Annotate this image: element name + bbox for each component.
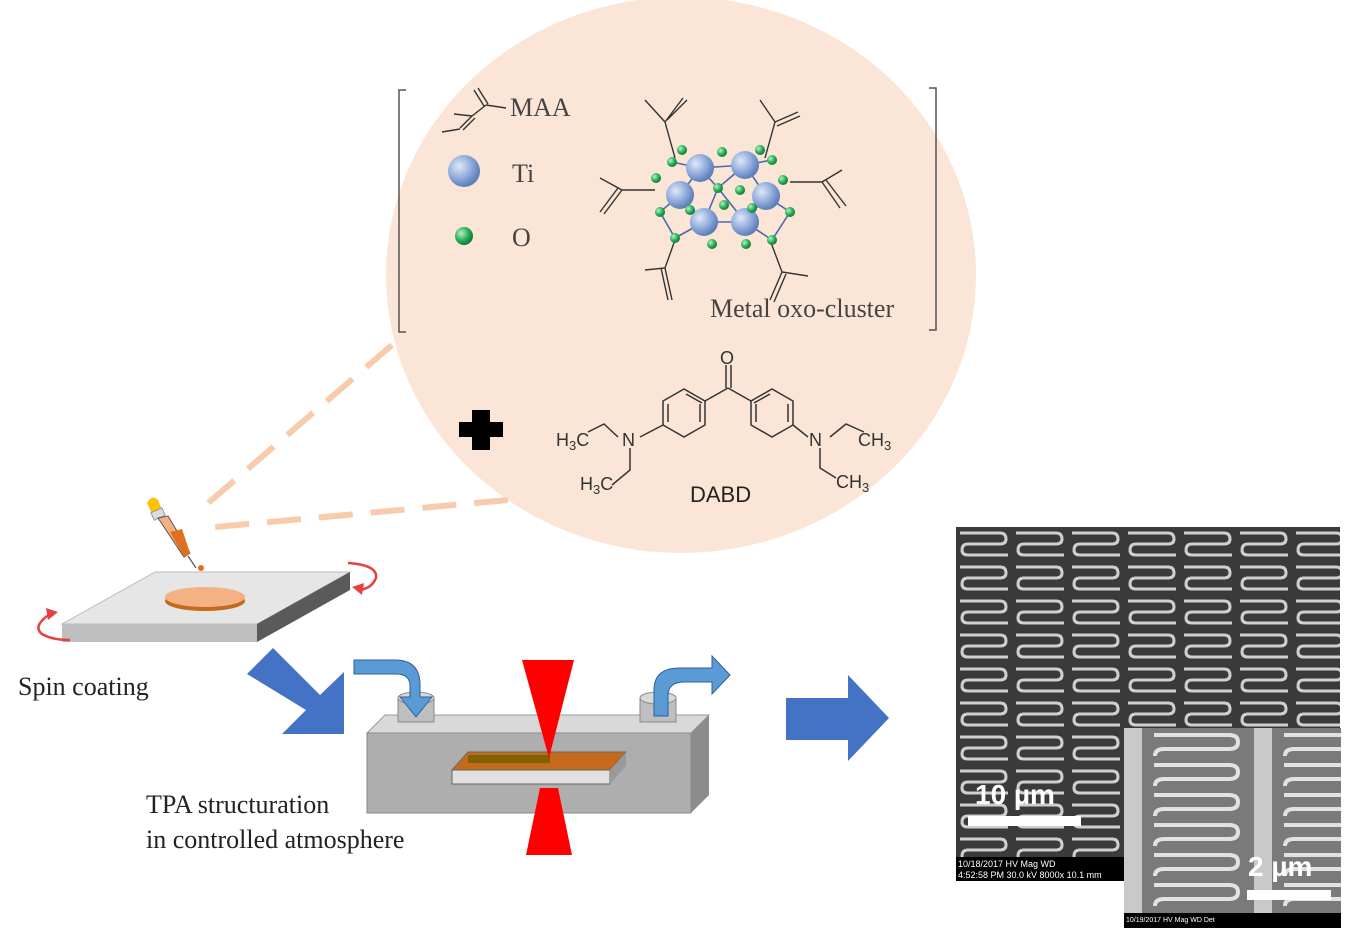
callout-dash-lower xyxy=(204,497,509,531)
laser-beam-bottom xyxy=(526,788,572,855)
sem-info-small: 10/19/2017 HV Mag WD Det xyxy=(1126,917,1215,924)
cluster-o-atoms xyxy=(651,145,795,249)
spin-coating-label: Spin coating xyxy=(18,672,149,701)
process-arrow-right-icon xyxy=(786,675,889,761)
dabd-label: DABD xyxy=(690,482,751,507)
gas-inlet-arrow-icon xyxy=(353,659,434,718)
cluster-ti-atoms xyxy=(666,151,780,236)
dabd-ch3-bottom: CH3 xyxy=(836,472,869,495)
dabd-h3c-bottom: H3C xyxy=(580,474,613,497)
pipette-icon xyxy=(147,497,204,571)
dabd-carbonyl-o: O xyxy=(720,348,734,368)
tpa-label-line1: TPA structuration xyxy=(146,790,329,819)
process-arrow-down-right-icon xyxy=(247,648,344,734)
dabd-n-right: N xyxy=(809,430,822,450)
sem-info-large-1: 10/18/2017 HV Mag WD xyxy=(958,859,1056,869)
gas-outlet-arrow-icon xyxy=(653,654,731,717)
spin-arrow-right-icon xyxy=(347,561,378,592)
left-bracket xyxy=(398,89,406,333)
cluster-label: Metal oxo-cluster xyxy=(710,294,894,323)
scale-label-large: 10 µm xyxy=(975,779,1055,810)
metal-oxo-cluster-structure xyxy=(599,97,847,303)
dabd-h3c-top: H3C xyxy=(556,430,589,453)
dabd-n-left: N xyxy=(622,430,635,450)
dabd-structure xyxy=(587,365,865,486)
scale-bar-small xyxy=(1247,890,1331,900)
atmosphere-chamber xyxy=(365,691,711,814)
spin-arrow-left-icon xyxy=(37,612,71,642)
ti-atom-icon xyxy=(448,155,480,187)
tpa-label-line2: in controlled atmosphere xyxy=(146,825,404,854)
right-bracket xyxy=(929,87,937,331)
ti-label: Ti xyxy=(512,159,534,188)
laser-beam-top xyxy=(522,660,574,758)
maa-structure-icon xyxy=(441,87,507,133)
o-label: O xyxy=(512,223,531,252)
callout-dash-upper xyxy=(198,342,394,513)
sem-info-large-2: 4:52:58 PM 30.0 kV 8000x 10.1 mm xyxy=(958,870,1102,880)
dabd-ch3-top: CH3 xyxy=(858,430,891,453)
scale-bar-large xyxy=(968,816,1081,826)
spin-coater-plate xyxy=(60,571,352,642)
sem-image-small: 10/19/2017 HV Mag WD Det 2 µm xyxy=(1124,728,1341,928)
o-atom-icon xyxy=(455,227,473,245)
composition-bubble xyxy=(386,0,976,553)
maa-label: MAA xyxy=(510,93,571,122)
scale-label-small: 2 µm xyxy=(1248,851,1312,882)
plus-icon xyxy=(459,410,503,450)
